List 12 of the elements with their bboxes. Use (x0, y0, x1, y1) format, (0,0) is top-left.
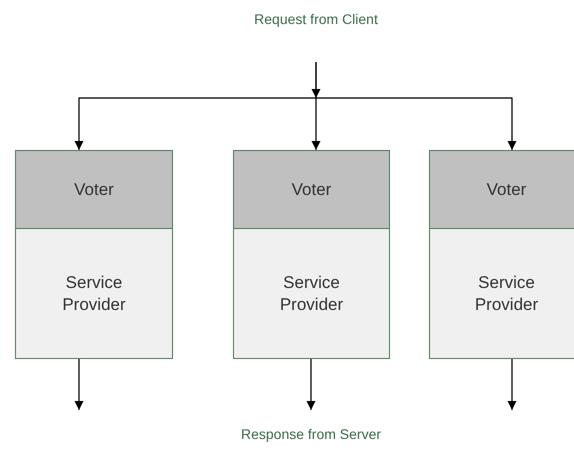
arrow (315, 62, 516, 150)
voter-box: Voter (233, 150, 390, 229)
voter-box: Voter (15, 150, 173, 229)
caption-text: Request from Client (254, 11, 378, 27)
arrow (306, 359, 316, 410)
service-provider-box: Service Provider (15, 228, 173, 359)
voter-box: Voter (429, 150, 574, 229)
arrow (508, 359, 516, 410)
arrow (74, 359, 84, 410)
service-provider-box: Service Provider (429, 228, 574, 359)
caption-text: Response from Server (240, 426, 382, 442)
service-provider-box: Service Provider (233, 228, 390, 359)
